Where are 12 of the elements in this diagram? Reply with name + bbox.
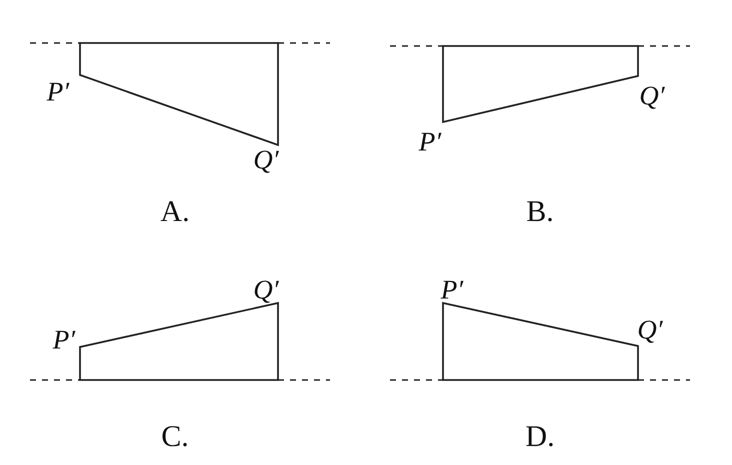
option-label: C. [161,422,189,452]
point-label: Q′ [639,82,665,110]
point-label: P′ [418,128,442,156]
point-label: Q′ [253,146,279,174]
point-label: Q′ [253,276,279,304]
option-label: A. [160,197,190,227]
option-label: D. [525,422,555,452]
point-label: P′ [440,276,464,304]
option-label: B. [526,197,554,227]
point-label: P′ [52,326,76,354]
point-label: Q′ [637,316,663,344]
point-label: P′ [46,78,70,106]
